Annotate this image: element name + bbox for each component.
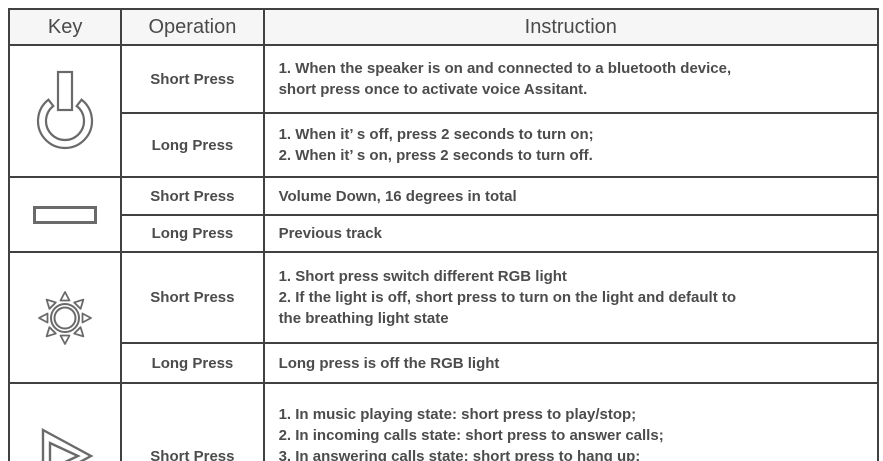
instruction-cell: Long press is off the RGB light xyxy=(262,342,880,384)
table-row: Short Press Volume Down, 16 degrees in t… xyxy=(7,176,880,253)
operation-cell: Short Press xyxy=(120,44,265,114)
key-cell-power xyxy=(7,44,123,178)
instruction-cell: 1. When it’ s off, press 2 seconds to tu… xyxy=(262,112,880,178)
table-row: Long Press 1. When it’ s off, press 2 se… xyxy=(9,112,880,178)
instruction-cell: 1. When the speaker is on and connected … xyxy=(262,44,880,114)
volume-down-icon xyxy=(33,205,98,224)
operation-cell: Short Press xyxy=(120,176,265,216)
header-row: Key Operation Instruction xyxy=(7,8,880,46)
play-icon xyxy=(41,427,94,461)
table-row: Short Press 1. Short press switch differ… xyxy=(7,251,880,384)
key-cell-play xyxy=(7,382,123,461)
operation-cell: Long Press xyxy=(120,342,265,384)
key-cell-volume-down xyxy=(7,176,123,253)
table-row: Short Press 1. In music playing state: s… xyxy=(7,382,880,461)
operation-cell: Long Press xyxy=(120,112,265,178)
operation-cell: Long Press xyxy=(120,214,265,253)
power-icon xyxy=(37,70,94,150)
instruction-cell: Previous track xyxy=(262,214,880,253)
rgb-light-icon xyxy=(38,290,93,345)
instruction-cell: 1. Short press switch different RGB ligh… xyxy=(262,251,880,344)
header-key: Key xyxy=(7,8,123,46)
instruction-cell: Volume Down, 16 degrees in total xyxy=(262,176,880,216)
operation-cell: Short Press xyxy=(120,382,265,461)
table-row: Long Press Long press is off the RGB lig… xyxy=(9,342,880,384)
instruction-cell: 1. In music playing state: short press t… xyxy=(262,382,880,461)
operation-cell: Short Press xyxy=(120,251,265,344)
key-operation-instruction-table: Key Operation Instruction Short Press 1.… xyxy=(7,8,880,461)
table-row: Long Press Previous track xyxy=(9,214,880,253)
header-instruction: Instruction xyxy=(262,8,880,46)
table-row: Short Press 1. When the speaker is on an… xyxy=(7,44,880,178)
key-cell-rgb-light xyxy=(7,251,123,384)
header-operation: Operation xyxy=(120,8,265,46)
